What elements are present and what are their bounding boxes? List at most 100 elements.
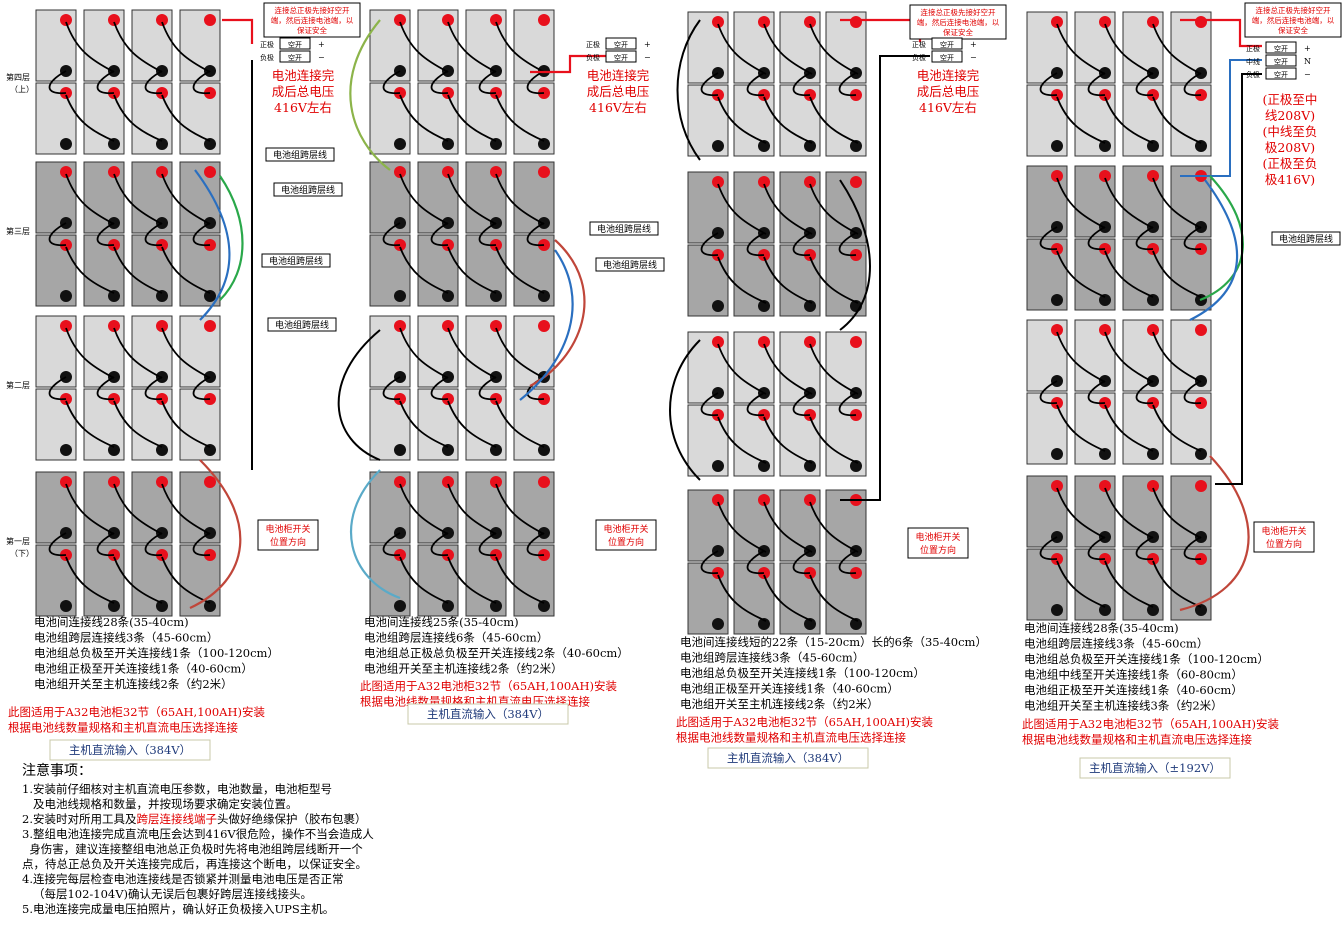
breaker-label: 空开 — [288, 40, 302, 49]
cable — [65, 400, 115, 448]
cable — [495, 483, 545, 535]
terminal — [712, 618, 724, 630]
switch-direction-text: 位置方向 — [608, 536, 644, 548]
terminal — [1099, 448, 1111, 460]
cross-layer-tag-box — [265, 147, 335, 162]
cable — [717, 183, 767, 235]
cable — [350, 469, 401, 600]
cable — [1189, 179, 1238, 321]
cable — [144, 222, 163, 247]
cable — [192, 222, 211, 247]
note-line: 及电池线规格和数量，并按现场要求确定安装位置。 — [22, 797, 298, 811]
terminal — [1147, 480, 1159, 492]
total-voltage-text: 极416V) — [1265, 172, 1315, 187]
terminal — [1195, 140, 1207, 152]
cable — [113, 173, 163, 225]
terminal — [442, 14, 454, 26]
terminal-label: 负极 — [260, 53, 274, 62]
terminal — [538, 320, 550, 332]
cable — [1152, 487, 1202, 539]
terminal — [1195, 324, 1207, 336]
stats-line: 电池组开关至主机连接线3条（约2米） — [1024, 699, 1223, 713]
terminal — [712, 16, 724, 28]
cable — [1087, 380, 1106, 405]
cable — [1039, 72, 1058, 97]
switch-direction-text: 电池柜开关 — [603, 523, 648, 535]
cable — [840, 55, 930, 501]
terminal — [108, 138, 120, 150]
terminal — [108, 476, 120, 488]
terminal — [156, 600, 168, 612]
terminal — [204, 444, 216, 456]
terminal — [1147, 140, 1159, 152]
cable — [1104, 250, 1154, 298]
terminal — [758, 300, 770, 312]
note-line: 3.整组电池连接完成直流电压会达到416V很危险，操作不当会造成人 — [22, 827, 374, 841]
cable — [399, 246, 449, 294]
terminal — [1051, 324, 1063, 336]
cable — [792, 550, 811, 575]
terminal — [156, 476, 168, 488]
cable — [700, 550, 719, 575]
terminal — [850, 618, 862, 630]
polarity-sign: − — [970, 53, 977, 62]
terminal — [1051, 16, 1063, 28]
cable — [113, 556, 163, 604]
total-voltage-text: (正极至中 — [1263, 92, 1318, 107]
switch-direction-text: 电池柜开关 — [915, 531, 960, 543]
cable — [399, 21, 449, 73]
stats-line: 电池组正极至开关连接线1条（40-60cm） — [34, 662, 253, 676]
breaker-box — [605, 50, 637, 63]
cable — [478, 222, 497, 247]
terminal — [538, 14, 550, 26]
cable — [1056, 560, 1106, 608]
stats-line: 电池组正极至开关连接线1条（40-60cm） — [1024, 683, 1243, 697]
breaker-box — [931, 37, 963, 50]
switch-direction-text: 位置方向 — [920, 544, 956, 556]
terminal — [1195, 604, 1207, 616]
cable — [65, 556, 115, 604]
switch-direction-box — [595, 519, 657, 551]
cable — [763, 501, 813, 553]
terminal — [490, 320, 502, 332]
cable — [1152, 404, 1202, 452]
terminal — [108, 600, 120, 612]
cable — [1152, 96, 1202, 144]
terminal — [442, 444, 454, 456]
breaker-label: 空开 — [940, 40, 954, 49]
applicability-text: 根据电池线数量规格和主机直流电压选择连接 — [8, 721, 238, 735]
warning-note-text: 连接总正极先接好空开 — [921, 7, 996, 17]
switch-direction-text: 位置方向 — [270, 536, 306, 548]
cable — [478, 376, 497, 401]
terminal — [490, 290, 502, 302]
applicability-text: 此图适用于A32电池柜32节（65AH,100AH)安装 — [8, 705, 265, 719]
terminal — [758, 16, 770, 28]
terminal — [1051, 480, 1063, 492]
cable — [763, 343, 813, 395]
cable — [1183, 380, 1202, 405]
cable — [399, 94, 449, 142]
cross-layer-tag: 电池组跨层线 — [275, 319, 329, 331]
applicability-text: 此图适用于A32电池柜32节（65AH,100AH)安装 — [1022, 717, 1279, 731]
cable — [1104, 404, 1154, 452]
terminal — [394, 14, 406, 26]
cable — [447, 94, 497, 142]
terminal-label: 中线 — [1246, 57, 1260, 66]
terminal — [1099, 604, 1111, 616]
cable — [382, 222, 401, 247]
cable — [717, 343, 767, 395]
terminal — [538, 444, 550, 456]
stats-line: 电池组总负极至开关连接线1条（100-120cm） — [34, 646, 279, 660]
cable — [700, 392, 719, 417]
breaker-box — [1265, 41, 1297, 54]
cross-layer-tag-box — [595, 257, 665, 272]
terminal — [490, 166, 502, 178]
stats-line: 电池组开关至主机连接线2条（约2米） — [34, 677, 233, 691]
cable — [1152, 331, 1202, 383]
terminal — [850, 460, 862, 472]
stats-line: 电池组总负极至开关连接线1条（100-120cm） — [1024, 652, 1269, 666]
cable — [792, 392, 811, 417]
cable — [809, 574, 859, 622]
warning-note-text: 保证安全 — [297, 25, 327, 35]
terminal — [442, 476, 454, 488]
